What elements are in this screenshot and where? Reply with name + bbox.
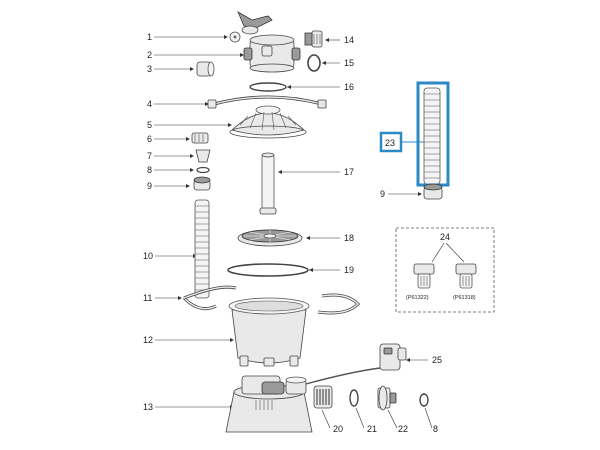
o-ring-21-part	[349, 389, 359, 407]
label-23-badge: 23	[379, 131, 424, 153]
callout-13: 13	[143, 402, 234, 412]
o-ring-19-part	[227, 263, 309, 277]
callout-7: 7	[147, 151, 194, 161]
svg-text:14: 14	[344, 35, 354, 45]
valve-handle-part	[237, 11, 273, 35]
svg-text:16: 16	[344, 82, 354, 92]
callout-17: 17	[278, 167, 354, 177]
callout-5: 5	[147, 120, 232, 130]
svg-text:5: 5	[147, 120, 152, 130]
svg-text:12: 12	[143, 335, 153, 345]
callout-20: 20	[321, 409, 343, 434]
svg-text:25: 25	[432, 355, 442, 365]
o-ring-8-part	[196, 166, 210, 174]
pressure-gauge-part	[229, 31, 241, 43]
o-ring-15-part	[307, 54, 321, 72]
clamp-11-part	[182, 285, 361, 315]
fitting-7-part	[195, 149, 211, 163]
strainer-20-part	[313, 385, 333, 409]
connector-9-right-part	[423, 183, 443, 200]
connector-9-part	[193, 176, 211, 191]
svg-text:18: 18	[344, 233, 354, 243]
svg-text:9: 9	[147, 181, 152, 191]
svg-text:24: 24	[440, 232, 450, 242]
svg-text:23: 23	[385, 138, 395, 148]
tank-12-part	[228, 297, 310, 367]
svg-text:11: 11	[143, 293, 152, 303]
svg-text:21: 21	[367, 424, 377, 434]
svg-text:20: 20	[333, 424, 343, 434]
callout-16: 16	[287, 82, 354, 92]
svg-text:10: 10	[143, 251, 153, 261]
callout-2: 2	[147, 50, 244, 60]
pump-base-part	[225, 375, 313, 433]
callout-19: 19	[309, 265, 354, 275]
fitting-6-part	[191, 132, 209, 144]
callout-11: 11	[143, 293, 182, 303]
callout-3: 3	[147, 64, 194, 74]
callout-4: 4	[147, 99, 209, 109]
clamp-4-part	[207, 95, 327, 109]
svg-text:1: 1	[147, 32, 152, 42]
gasket-16-part	[249, 82, 287, 92]
adapter-22-part	[377, 385, 397, 411]
callout-9: 9	[147, 181, 190, 191]
callout-15: 15	[322, 58, 354, 68]
svg-text:4: 4	[147, 99, 152, 109]
svg-text:2: 2	[147, 50, 152, 60]
drain-cap-part	[196, 61, 215, 77]
inset-24-box: 24 (P61322) (P61318)	[395, 227, 495, 313]
multiport-valve-part	[243, 34, 301, 73]
svg-text:22: 22	[398, 424, 408, 434]
callout-8: 8	[147, 165, 194, 175]
lateral-hub-part	[237, 229, 303, 247]
callout-6: 6	[147, 134, 190, 144]
svg-text:(P61322): (P61322)	[406, 295, 429, 301]
callout-21: 21	[355, 407, 377, 434]
center-pipe-part	[259, 152, 277, 215]
callout-12: 12	[143, 335, 234, 345]
svg-text:15: 15	[344, 58, 354, 68]
svg-text:19: 19	[344, 265, 354, 275]
svg-text:13: 13	[143, 402, 153, 412]
callout-10: 10	[143, 251, 197, 261]
callout-25: 25	[406, 355, 442, 365]
svg-text:6: 6	[147, 134, 152, 144]
svg-text:(P61318): (P61318)	[453, 295, 476, 301]
plug-part	[304, 30, 323, 48]
svg-text:8: 8	[433, 424, 438, 434]
callout-14: 14	[325, 35, 354, 45]
callout-8-bottom: 8	[424, 407, 438, 434]
callout-22: 22	[387, 409, 408, 434]
svg-text:8: 8	[147, 165, 152, 175]
hose-10-part	[194, 199, 210, 299]
hose-23-part	[423, 87, 441, 185]
tank-lid-part	[229, 105, 307, 139]
o-ring-8b-part	[419, 393, 429, 407]
svg-text:17: 17	[344, 167, 354, 177]
svg-text:7: 7	[147, 151, 152, 161]
svg-text:9: 9	[380, 189, 385, 199]
callout-18: 18	[306, 233, 354, 243]
svg-text:3: 3	[147, 64, 152, 74]
callout-9-right: 9	[380, 189, 422, 199]
callout-1: 1	[147, 32, 228, 42]
timer-cord-25-part	[305, 343, 407, 385]
